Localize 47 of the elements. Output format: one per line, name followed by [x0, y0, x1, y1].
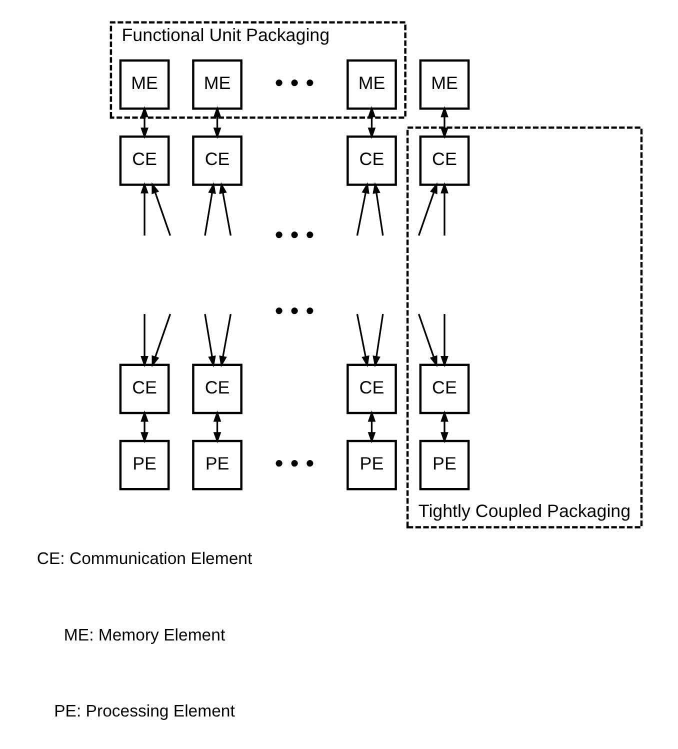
- arrow: [140, 106, 148, 138]
- node-box: ME: [419, 58, 470, 110]
- label: • • •: [274, 450, 314, 477]
- label: • • •: [274, 298, 314, 325]
- arrow: [219, 313, 232, 367]
- arrow: [140, 314, 148, 367]
- label: CE: Communication Element: [36, 548, 252, 568]
- node-box: ME: [119, 58, 170, 110]
- node-box: PE: [192, 439, 242, 490]
- node-box: CE: [119, 363, 170, 414]
- arrow: [368, 410, 376, 443]
- node-box: ME: [192, 58, 242, 110]
- label: PE: Processing Element: [54, 700, 235, 720]
- arrow: [140, 182, 148, 236]
- arrow: [368, 106, 376, 138]
- arrow: [356, 182, 370, 236]
- node-box: CE: [346, 134, 397, 186]
- label: • • •: [274, 69, 314, 96]
- node-box: PE: [346, 439, 397, 490]
- arrow: [418, 182, 438, 236]
- arrow: [356, 313, 370, 367]
- node-box: CE: [192, 363, 242, 414]
- node-box: PE: [419, 439, 470, 490]
- node-box: CE: [419, 363, 470, 414]
- label: • • •: [274, 222, 314, 249]
- arrow: [204, 182, 216, 236]
- arrow: [152, 313, 172, 367]
- arrow: [440, 106, 448, 138]
- node-box: CE: [192, 134, 242, 186]
- label: ME: Memory Element: [64, 624, 226, 644]
- node-box: CE: [119, 134, 170, 186]
- arrow: [213, 410, 222, 443]
- arrow: [418, 313, 438, 367]
- arrow: [372, 313, 384, 367]
- arrow: [152, 182, 172, 236]
- arrow: [140, 410, 148, 443]
- arrow: [440, 314, 448, 367]
- arrow: [440, 410, 448, 443]
- node-box: CE: [419, 134, 470, 186]
- arrow: [219, 182, 232, 236]
- arrow: [372, 182, 384, 236]
- node-box: CE: [346, 363, 397, 414]
- node-box: ME: [346, 58, 397, 110]
- arrow: [204, 313, 216, 367]
- arrow: [440, 182, 448, 236]
- arrow: [213, 106, 222, 138]
- node-box: PE: [119, 439, 170, 490]
